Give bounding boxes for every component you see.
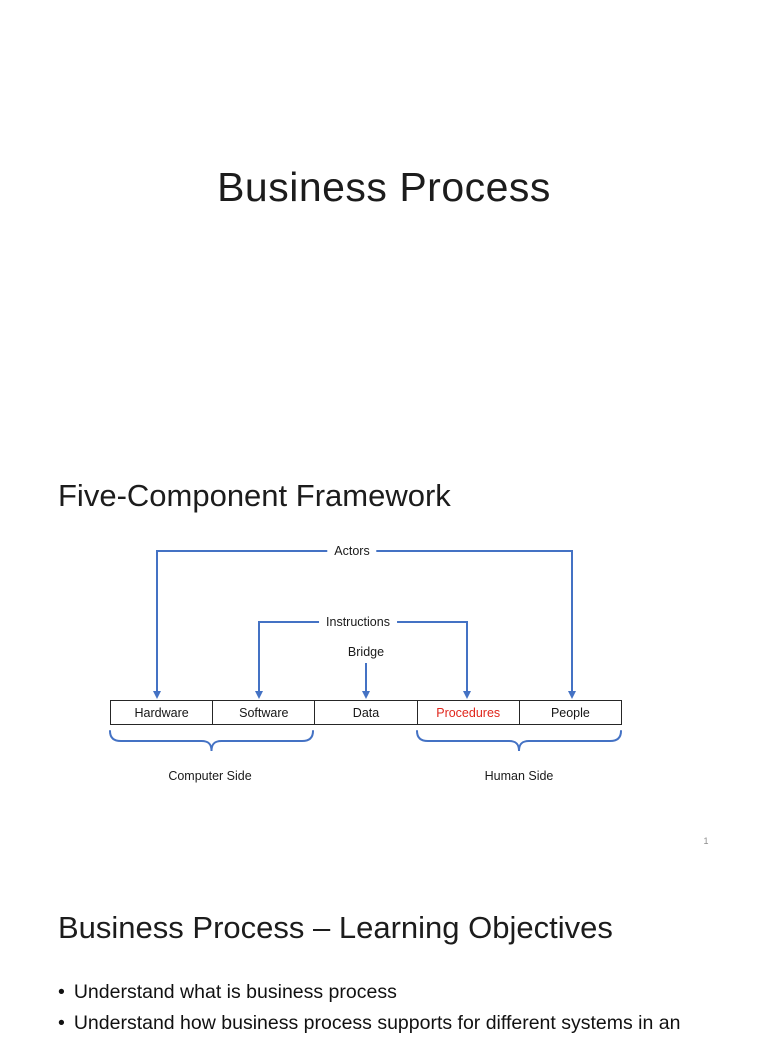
component-box-hardware: Hardware bbox=[134, 705, 189, 720]
instructions-left-arrow-line bbox=[258, 621, 260, 692]
component-box-data: Data bbox=[314, 701, 416, 724]
component-box-people: People bbox=[518, 701, 621, 724]
objective-bullet-text: Understand what is business process bbox=[73, 981, 397, 1003]
computer-side-brace-icon bbox=[108, 730, 315, 752]
human-side-brace-icon bbox=[416, 730, 622, 752]
page-number: 1 bbox=[703, 836, 709, 846]
bullet-icon: • bbox=[58, 1012, 65, 1034]
instructions-right-arrow-line bbox=[466, 621, 468, 692]
component-box-procedures: Procedures bbox=[416, 701, 519, 724]
computer-side-label: Computer Side bbox=[168, 769, 252, 783]
instructions-right-arrowhead-icon bbox=[462, 691, 471, 699]
objectives-slide-heading: Business Process – Learning Objectives bbox=[58, 910, 613, 945]
actors-right-arrowhead-icon bbox=[567, 691, 576, 699]
actors-left-arrow-line bbox=[156, 550, 158, 692]
bridge-arrow-line bbox=[365, 663, 367, 692]
framework-slide-heading: Five-Component Framework bbox=[58, 478, 451, 513]
human-side-label: Human Side bbox=[484, 769, 554, 783]
bridge-label: Bridge bbox=[347, 645, 385, 659]
objective-bullet-item: • Understand what is business process bbox=[58, 979, 397, 1006]
actors-label: Actors bbox=[327, 543, 377, 559]
instructions-left-arrowhead-icon bbox=[254, 691, 263, 699]
instructions-label: Instructions bbox=[319, 614, 397, 630]
bridge-arrowhead-icon bbox=[361, 691, 370, 699]
bullet-icon: • bbox=[58, 981, 65, 1003]
actors-right-arrow-line bbox=[571, 550, 573, 692]
component-box-software: Software bbox=[212, 701, 314, 724]
deck-title: Business Process bbox=[217, 164, 551, 210]
component-box-row: Hardware Software Data Procedures People bbox=[110, 700, 622, 725]
actors-left-arrowhead-icon bbox=[152, 691, 161, 699]
